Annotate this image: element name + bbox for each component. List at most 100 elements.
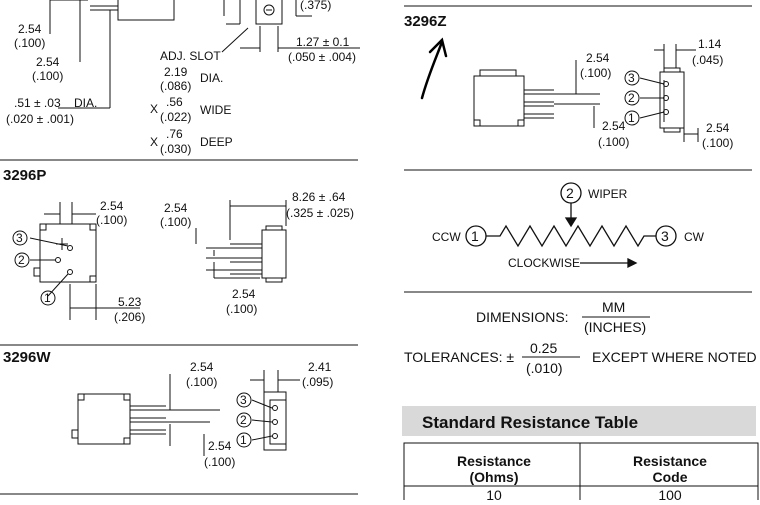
3296p-body <box>40 224 96 282</box>
3296z-body <box>474 76 524 126</box>
3296z-d2-mm: 1.14 <box>698 37 722 51</box>
3296w-d2-in: (.095) <box>302 375 333 389</box>
tl-dim-1-mm: 2.54 <box>18 22 42 36</box>
3296p-pin3-label: 3 <box>16 231 23 245</box>
3296p-d1-mm: 2.54 <box>100 199 124 213</box>
top-left-labels: 2.54 (.100) 2.54 (.100) .51 ± .03 (.020 … <box>6 0 356 156</box>
3296w-pin1-label: 1 <box>240 433 247 447</box>
tl-dim-2-mm: 2.54 <box>36 55 60 69</box>
3296p-pin1-circle <box>41 291 55 305</box>
wiper-label: WIPER <box>588 187 628 201</box>
handwritten-arrow-mark <box>422 40 446 98</box>
slot-x-2: X <box>150 135 158 149</box>
3296z-pin1-circle <box>625 111 639 125</box>
col-resistance-ohms-line1: Resistance <box>457 453 531 469</box>
3296p-d3-mm: 8.26 ± .64 <box>292 190 346 204</box>
slot-wide-label: WIDE <box>200 103 231 117</box>
3296p-pin1-label: 1 <box>44 291 51 305</box>
slot-x-1: X <box>150 102 158 116</box>
3296z-d4-in: (.100) <box>702 136 733 150</box>
3296p-title: 3296P <box>3 167 46 184</box>
slot-dia-in: (.086) <box>160 79 191 93</box>
schematic-labels: 2 WIPER CCW 1 3 CW CLOCKWISE <box>432 185 705 270</box>
notes: DIMENSIONS: MM (INCHES) TOLERANCES: ± 0.… <box>404 299 757 376</box>
3296p-labels: 3296P 2.54 (.100) 2.54 (.100) 8.26 ± .64… <box>3 167 354 324</box>
col-resistance-ohms-line2: (Ohms) <box>470 469 519 485</box>
3296w-side-view <box>250 370 300 450</box>
tolerances-label: TOLERANCES: ± <box>404 349 514 365</box>
slot-width-mm: .56 <box>166 95 183 109</box>
3296w-d3-mm: 2.54 <box>208 439 232 453</box>
3296p-front-view <box>30 202 140 320</box>
3296p-side-body <box>262 230 286 278</box>
wiper-arrowhead <box>564 217 578 228</box>
adj-slot-label: ADJ. SLOT <box>160 49 221 63</box>
col-resistance-code-line1: Resistance <box>633 453 707 469</box>
3296z-d4-mm: 2.54 <box>706 121 730 135</box>
tl-dim-127-in: (.050 ± .004) <box>288 50 356 64</box>
3296z-pin3-circle <box>625 71 639 85</box>
top-left-body <box>118 0 174 20</box>
3296w-labels: 3296W 2.54 (.100) 2.41 (.095) 2.54 (.100… <box>3 349 333 469</box>
tl-pin-dia-in: (.020 ± .001) <box>6 112 74 126</box>
slot-deep-label: DEEP <box>200 135 233 149</box>
3296w-d2-mm: 2.41 <box>308 360 332 374</box>
3296w-pin1-circle <box>237 433 251 447</box>
3296z-d1-mm: 2.54 <box>586 51 610 65</box>
dimensions-inches: (INCHES) <box>584 319 646 335</box>
tolerance-in: (.010) <box>526 360 563 376</box>
3296p-side-view <box>196 200 286 282</box>
cw-terminal-number: 3 <box>661 228 669 244</box>
3296w-body <box>78 394 130 444</box>
tolerance-mm: 0.25 <box>530 340 557 356</box>
tl-dim-1-in: (.100) <box>14 36 45 50</box>
row1-ohms: 10 <box>486 487 502 500</box>
except-where-noted: EXCEPT WHERE NOTED <box>592 349 757 365</box>
3296p-d5-mm: 2.54 <box>232 287 256 301</box>
resistance-table-header-bar <box>402 406 756 436</box>
3296w-pin2-label: 2 <box>240 413 247 427</box>
3296z-title: 3296Z <box>404 13 447 30</box>
3296w-pin2-circle <box>237 413 251 427</box>
3296z-side-view <box>640 44 698 142</box>
dimensions-label: DIMENSIONS: <box>476 309 569 325</box>
ccw-terminal-number: 1 <box>471 228 479 244</box>
ccw-label: CCW <box>432 230 461 244</box>
3296p-d5-in: (.100) <box>226 302 257 316</box>
3296z-d3-in: (.100) <box>598 135 629 149</box>
wiper-terminal-number: 2 <box>566 185 574 201</box>
tl-dim-375: (.375) <box>300 0 331 12</box>
3296z-pin2-circle <box>625 91 639 105</box>
tl-pin-dia-mm: .51 ± .03 <box>14 96 61 110</box>
3296w-d3-in: (.100) <box>204 455 235 469</box>
col-resistance-code-line2: Code <box>653 469 688 485</box>
resistance-table-text: Standard Resistance Table Resistance (Oh… <box>422 413 707 503</box>
3296z-d3-mm: 2.54 <box>602 119 626 133</box>
3296z-d2-in: (.045) <box>692 53 723 67</box>
3296w-front-view <box>72 374 220 456</box>
slot-dia-mm: 2.19 <box>164 65 188 79</box>
3296p-pin3-circle <box>13 231 27 245</box>
slot-depth-in: (.030) <box>160 142 191 156</box>
3296p-pin2-circle <box>15 253 29 267</box>
tl-pin-dia-label: DIA. <box>74 96 97 110</box>
3296w-pin3-label: 3 <box>240 393 247 407</box>
3296z-pin1-label: 1 <box>628 111 635 125</box>
3296w-side-body <box>264 392 286 450</box>
resistance-table-title: Standard Resistance Table <box>422 413 638 432</box>
tl-dim-127-mm: 1.27 ± 0.1 <box>296 35 350 49</box>
top-left-detail <box>50 0 312 108</box>
tl-dim-2-in: (.100) <box>32 69 63 83</box>
3296p-d4-mm: 5.23 <box>118 295 142 309</box>
clockwise-label: CLOCKWISE <box>508 256 580 270</box>
3296p-pin2-label: 2 <box>18 253 25 267</box>
3296p-d3-in: (.325 ± .025) <box>286 206 354 220</box>
3296z-front-view <box>474 60 600 128</box>
3296w-title: 3296W <box>3 349 51 366</box>
3296z-pin3-label: 3 <box>628 71 635 85</box>
cw-label: CW <box>684 230 705 244</box>
3296w-pin3-circle <box>237 393 251 407</box>
3296p-d1-in: (.100) <box>96 213 127 227</box>
